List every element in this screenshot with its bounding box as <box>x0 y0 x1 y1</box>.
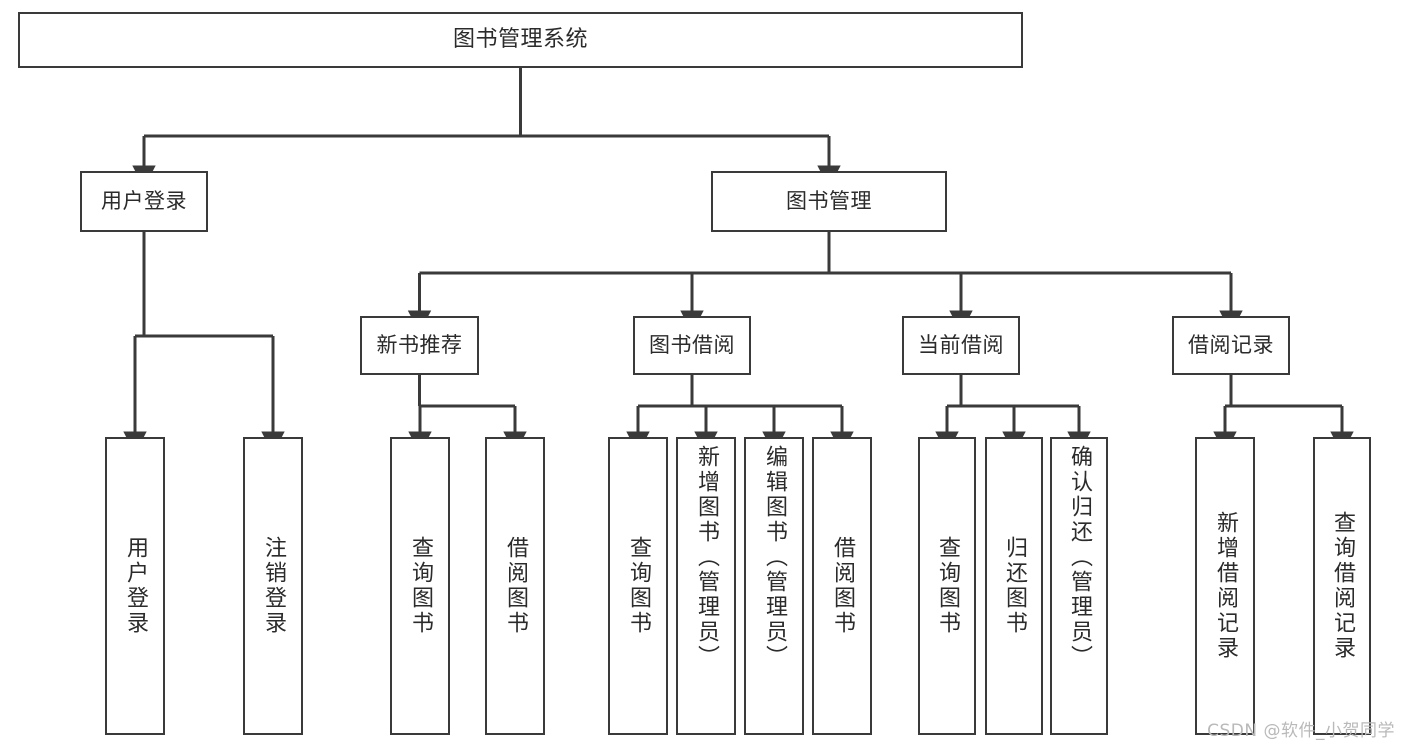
node-book-borrowing[interactable]: 图书借阅 <box>633 316 751 375</box>
node-leaf-borrow-book-2[interactable]: 借阅图书 <box>812 437 872 735</box>
connector-edges <box>123 68 1354 454</box>
node-label: 编辑图书（管理员） <box>762 445 787 670</box>
node-label: 查询图书 <box>626 536 651 636</box>
node-label: 用户登录 <box>101 189 187 214</box>
csdn-watermark: CSDN @软件_小贺同学 <box>1207 721 1395 741</box>
node-user-login-module[interactable]: 用户登录 <box>80 171 208 232</box>
node-leaf-add-book-admin[interactable]: 新增图书（管理员） <box>676 437 736 735</box>
node-label: 查询图书 <box>408 536 433 636</box>
node-leaf-query-book-2[interactable]: 查询图书 <box>608 437 668 735</box>
node-label: 借阅图书 <box>830 536 855 636</box>
node-leaf-query-book-3[interactable]: 查询图书 <box>918 437 976 735</box>
node-label: 查询图书 <box>935 536 960 636</box>
node-label: 查询借阅记录 <box>1330 511 1355 661</box>
node-system-root[interactable]: 图书管理系统 <box>18 12 1023 68</box>
node-leaf-edit-book-admin[interactable]: 编辑图书（管理员） <box>744 437 804 735</box>
node-leaf-user-login[interactable]: 用户登录 <box>105 437 165 735</box>
node-label: 确认归还（管理员） <box>1067 445 1092 670</box>
node-leaf-confirm-return-admin[interactable]: 确认归还（管理员） <box>1050 437 1108 735</box>
node-label: 图书管理 <box>786 189 872 214</box>
node-current-borrowing[interactable]: 当前借阅 <box>902 316 1020 375</box>
node-leaf-query-book-1[interactable]: 查询图书 <box>390 437 450 735</box>
node-label: 借阅图书 <box>503 536 528 636</box>
node-leaf-add-borrow-record[interactable]: 新增借阅记录 <box>1195 437 1255 735</box>
node-label: 新增图书（管理员） <box>694 445 719 670</box>
node-label: 注销登录 <box>261 536 286 636</box>
node-label: 归还图书 <box>1002 536 1027 636</box>
node-label: 图书借阅 <box>649 333 735 358</box>
node-label: 用户登录 <box>123 536 148 636</box>
node-book-management-module[interactable]: 图书管理 <box>711 171 947 232</box>
node-leaf-return-book[interactable]: 归还图书 <box>985 437 1043 735</box>
node-leaf-logout[interactable]: 注销登录 <box>243 437 303 735</box>
node-label: 新增借阅记录 <box>1213 511 1238 661</box>
node-borrowing-records[interactable]: 借阅记录 <box>1172 316 1290 375</box>
node-label: 借阅记录 <box>1188 333 1274 358</box>
node-label: 当前借阅 <box>918 333 1004 358</box>
node-leaf-borrow-book-1[interactable]: 借阅图书 <box>485 437 545 735</box>
node-label: 图书管理系统 <box>452 27 588 53</box>
node-new-book-recommendation[interactable]: 新书推荐 <box>360 316 479 375</box>
node-label: 新书推荐 <box>376 333 463 358</box>
node-leaf-query-borrow-record[interactable]: 查询借阅记录 <box>1313 437 1371 735</box>
